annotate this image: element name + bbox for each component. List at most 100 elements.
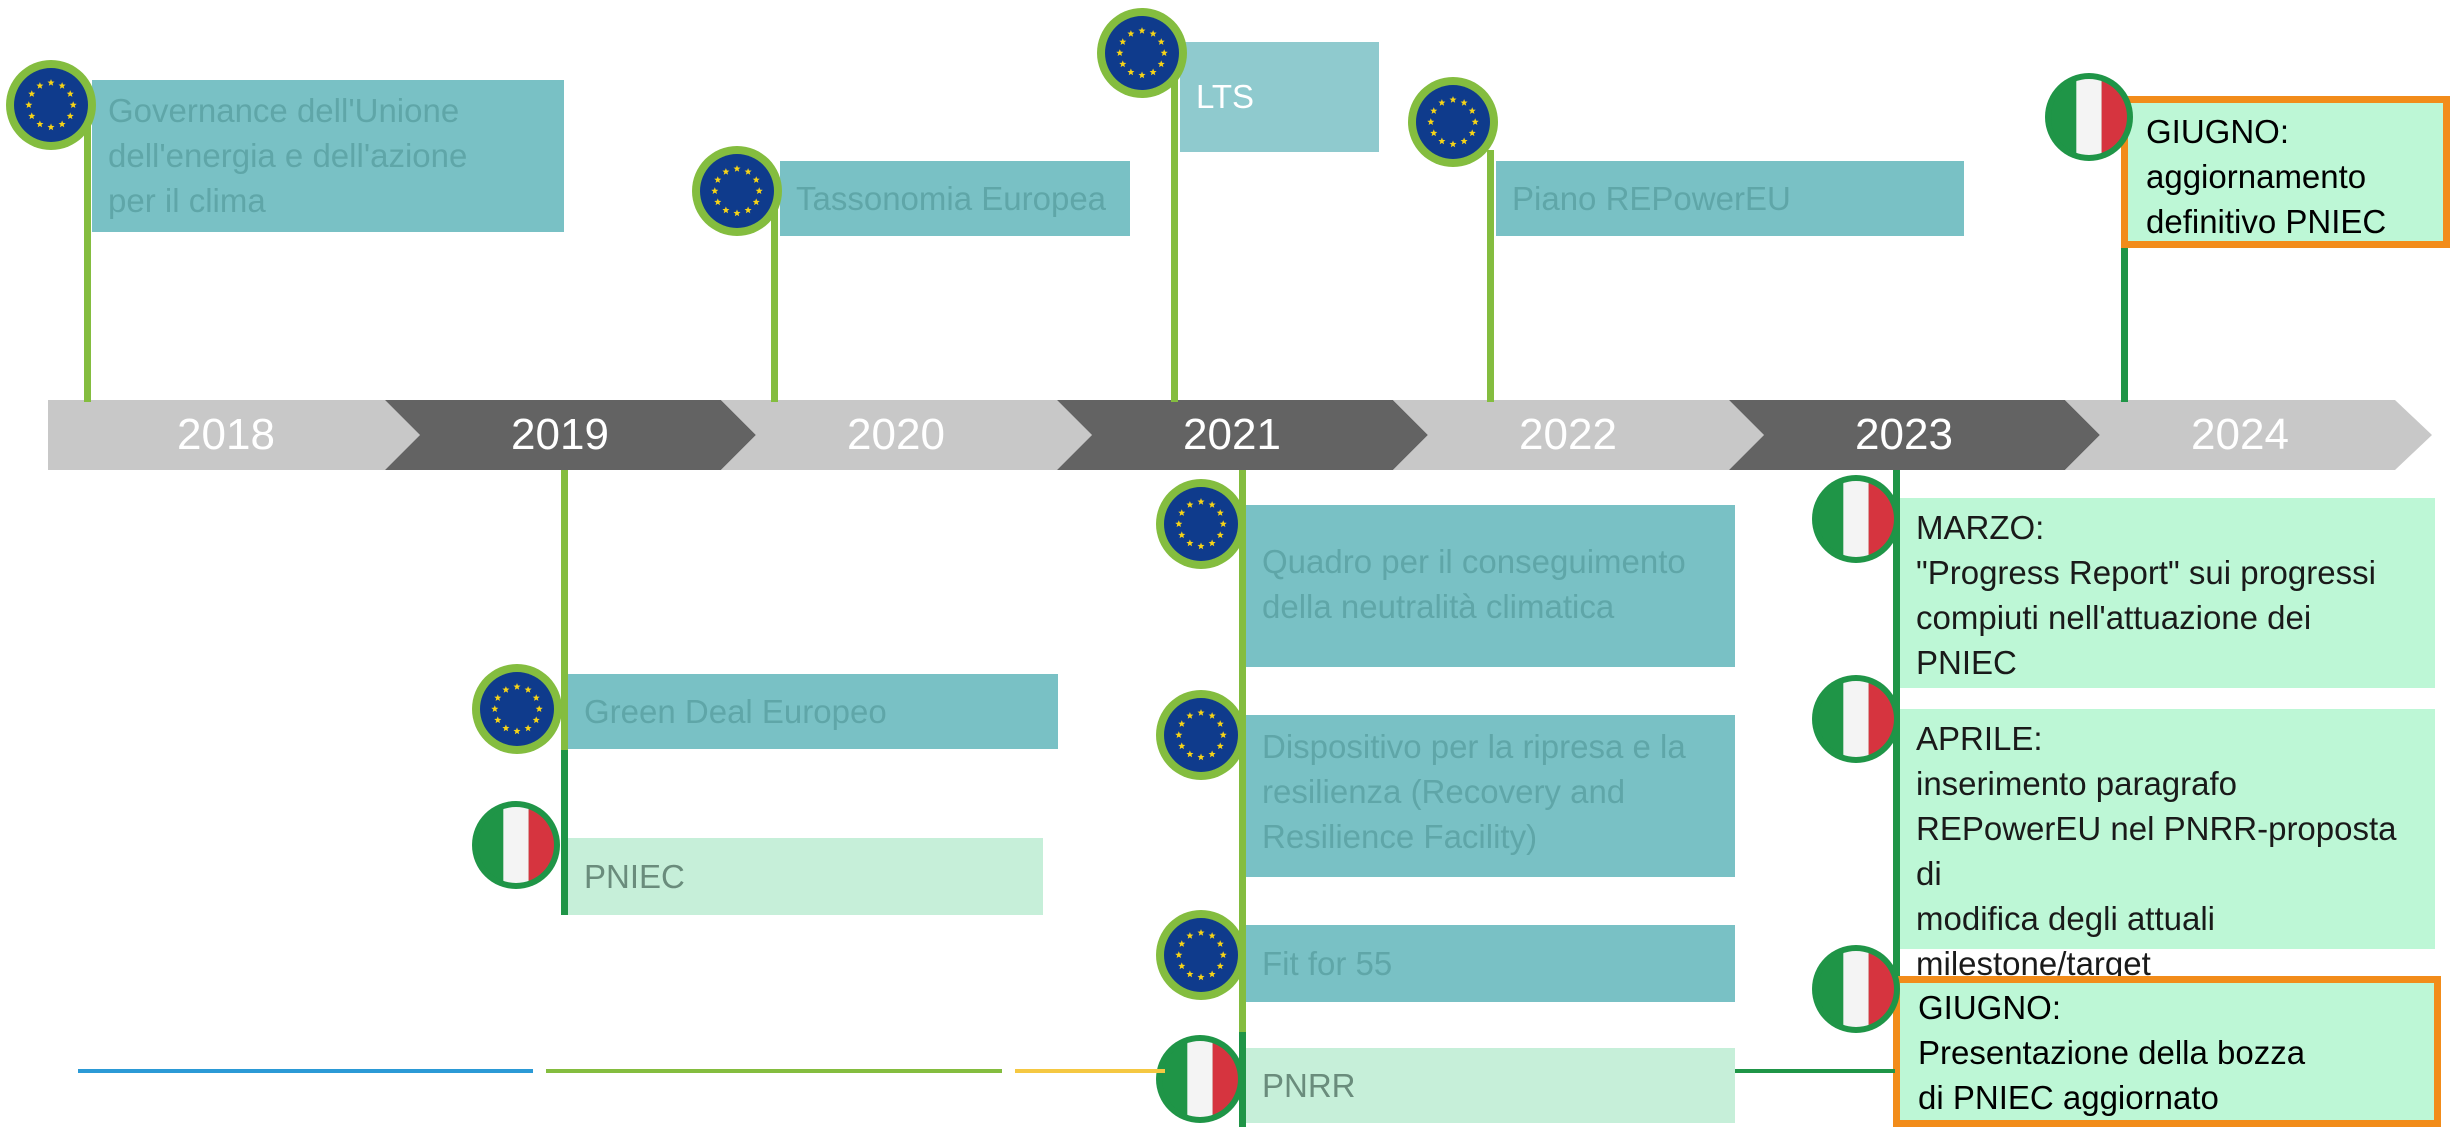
event-line: della neutralità climatica [1262, 588, 1615, 625]
eu-star [1216, 962, 1224, 970]
italy-flag-stripe [1843, 951, 1869, 1027]
eu-star [36, 82, 44, 89]
eu-star [1197, 973, 1205, 981]
event-line: GIUGNO: [2146, 113, 2290, 150]
eu-star [1468, 107, 1476, 114]
eu-star [532, 694, 540, 701]
divider-line [78, 1069, 533, 1073]
event-line: inserimento paragrafo [1916, 765, 2238, 802]
event-green-deal: Green Deal Europeo [568, 674, 1058, 749]
eu-star [28, 90, 36, 97]
eu-star [66, 112, 74, 120]
event-line: resilienza (Recovery and [1262, 773, 1626, 810]
eu-star [1119, 38, 1127, 45]
eu-star [1186, 970, 1194, 978]
eu-star [1430, 107, 1438, 114]
pole-giugno-2024 [2121, 140, 2128, 402]
event-pniec: PNIEC [568, 838, 1043, 915]
eu-star [744, 168, 752, 175]
italy-flag-stripe [1868, 481, 1894, 557]
italy-flag-icon [1812, 475, 1900, 563]
italy-flag-icon [1156, 1035, 1244, 1123]
eu-star [1468, 129, 1476, 137]
eu-star [502, 724, 510, 732]
eu-star [532, 716, 540, 724]
arrow-2021 [1057, 400, 1428, 470]
event-line: Dispositivo per la ripresa e la [1262, 728, 1686, 765]
event-line: REPowerEU nel PNRR-proposta di [1916, 810, 2397, 892]
eu-star [1186, 750, 1194, 758]
eu-star [1438, 137, 1446, 145]
eu-star [1178, 509, 1186, 516]
italy-flag-stripe [528, 807, 554, 883]
event-line: "Progress Report" sui progressi [1916, 554, 2376, 591]
event-dispositivo: Dispositivo per la ripresa e la resilien… [1246, 715, 1735, 877]
eu-flag-icon [1156, 910, 1246, 1000]
eu-star [1216, 509, 1224, 516]
year-2023: 2023 [1855, 410, 1953, 459]
eu-star [1127, 68, 1135, 76]
eu-star [47, 123, 55, 131]
eu-star [491, 705, 499, 712]
eu-star [1186, 501, 1194, 508]
italy-flag-stripe [1162, 1041, 1188, 1117]
eu-star [25, 101, 33, 108]
year-2020: 2020 [847, 410, 945, 459]
eu-star [47, 79, 55, 86]
eu-star [1175, 951, 1183, 958]
year-2018: 2018 [177, 410, 275, 459]
year-2024: 2024 [2191, 410, 2289, 459]
italy-flag-icon [472, 801, 560, 889]
event-tassonomia: Tassonomia Europea [780, 161, 1130, 236]
eu-star [1127, 30, 1135, 37]
eu-star [1208, 501, 1216, 508]
eu-star [714, 176, 722, 183]
eu-star [1197, 929, 1205, 936]
eu-star [1157, 60, 1165, 68]
eu-star [722, 168, 730, 175]
event-line: APRILE: [1916, 720, 2043, 757]
eu-star [1208, 932, 1216, 939]
event-line: Governance dell'Unione [108, 92, 460, 129]
eu-star [1186, 712, 1194, 719]
event-line: dell'energia e dell'azione [108, 137, 468, 174]
eu-star [1160, 49, 1168, 56]
eu-star [1149, 68, 1157, 76]
eu-star [1186, 539, 1194, 547]
event-line: definitivo PNIEC [2146, 203, 2387, 240]
eu-star [66, 90, 74, 97]
pole-pniec [561, 750, 568, 915]
eu-star [1157, 38, 1165, 45]
eu-star [1208, 712, 1216, 719]
eu-star [733, 165, 741, 172]
italy-flag-stripe [2076, 79, 2102, 155]
eu-star [1208, 750, 1216, 758]
italy-flag-stripe [1843, 681, 1869, 757]
eu-star [502, 686, 510, 693]
eu-star [714, 198, 722, 206]
arrow-2018 [48, 400, 420, 470]
pole-governance [84, 100, 91, 402]
pole-lts [1171, 60, 1178, 402]
eu-star [1216, 531, 1224, 539]
event-line: compiuti nell'attuazione dei [1916, 599, 2312, 636]
eu-star [494, 694, 502, 701]
eu-flag-icon [1408, 77, 1498, 167]
eu-star [1178, 962, 1186, 970]
eu-star [1119, 60, 1127, 68]
event-quadro: Quadro per il conseguimento della neutra… [1246, 505, 1735, 667]
eu-star [755, 187, 763, 194]
eu-star [1175, 520, 1183, 527]
event-line: Resilience Facility) [1262, 818, 1538, 855]
italy-flag-stripe [1818, 681, 1844, 757]
italy-flag-stripe [2051, 79, 2077, 155]
eu-star [1197, 498, 1205, 505]
eu-star [58, 120, 66, 128]
eu-star [1197, 753, 1205, 761]
eu-star [1138, 27, 1146, 34]
eu-star [1219, 731, 1227, 738]
italy-flag-stripe [1818, 951, 1844, 1027]
italy-flag-icon [1812, 945, 1900, 1033]
arrow-2023 [1729, 400, 2100, 470]
eu-flag-icon [1156, 479, 1246, 569]
